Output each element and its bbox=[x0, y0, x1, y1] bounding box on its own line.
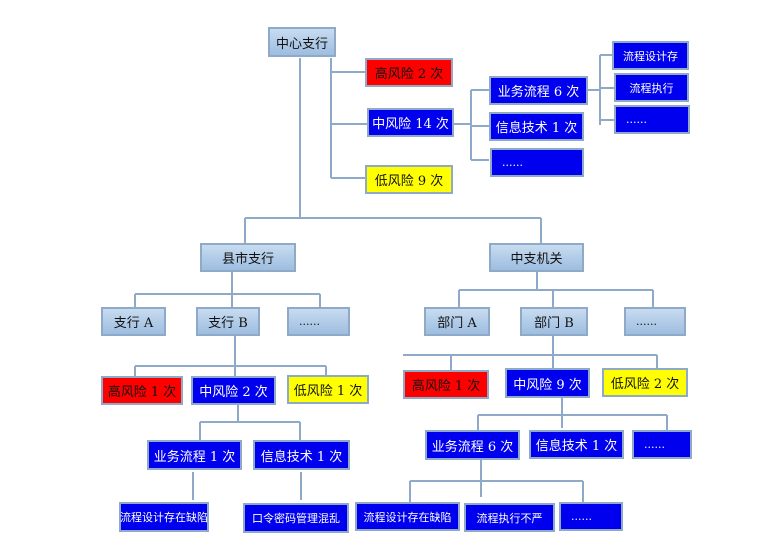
node-sub-mid-risk[interactable]: 中风险 9 次 bbox=[505, 368, 590, 398]
node-sub-it[interactable]: 信息技术 1 次 bbox=[529, 430, 624, 459]
node-branch-more[interactable]: ...... bbox=[287, 307, 350, 336]
node-center-mid-risk[interactable]: 中风险 14 次 bbox=[367, 108, 454, 137]
node-county-branch[interactable]: 县市支行 bbox=[200, 243, 296, 272]
node-center-low-risk[interactable]: 低风险 9 次 bbox=[365, 165, 453, 194]
node-county-process[interactable]: 业务流程 1 次 bbox=[147, 440, 242, 470]
node-center-branch[interactable]: 中心支行 bbox=[268, 27, 336, 57]
node-county-it[interactable]: 信息技术 1 次 bbox=[253, 440, 350, 470]
node-county-design-flaw[interactable]: 流程设计存在缺陷 bbox=[119, 502, 209, 532]
node-dept-a[interactable]: 部门 A bbox=[424, 307, 490, 336]
node-sub-low-risk[interactable]: 低风险 2 次 bbox=[602, 368, 688, 397]
node-process-design[interactable]: 流程设计存 bbox=[612, 41, 689, 70]
node-sub-leaf-more[interactable]: ...... bbox=[559, 502, 623, 531]
node-center-it[interactable]: 信息技术 1 次 bbox=[489, 112, 584, 141]
node-center-more[interactable]: ...... bbox=[490, 148, 584, 177]
node-branch-b[interactable]: 支行 B bbox=[196, 307, 260, 336]
node-sub-office[interactable]: 中支机关 bbox=[489, 243, 584, 272]
node-center-process[interactable]: 业务流程 6 次 bbox=[489, 76, 588, 105]
node-county-mid-risk[interactable]: 中风险 2 次 bbox=[191, 376, 276, 405]
node-dept-more[interactable]: ...... bbox=[624, 307, 686, 336]
node-county-low-risk[interactable]: 低风险 1 次 bbox=[287, 375, 369, 404]
node-sub-more[interactable]: ...... bbox=[632, 430, 692, 459]
node-branch-a[interactable]: 支行 A bbox=[101, 307, 166, 336]
node-county-password-mgmt[interactable]: 口令密码管理混乱 bbox=[243, 503, 349, 533]
node-sub-high-risk[interactable]: 高风险 1 次 bbox=[403, 370, 489, 399]
node-dept-b[interactable]: 部门 B bbox=[520, 307, 588, 336]
node-sub-exec-lax[interactable]: 流程执行不严 bbox=[464, 503, 555, 532]
node-center-high-risk[interactable]: 高风险 2 次 bbox=[365, 58, 453, 87]
node-process-exec[interactable]: 流程执行 bbox=[614, 73, 689, 102]
node-sub-design-flaw[interactable]: 流程设计存在缺陷 bbox=[355, 502, 460, 531]
node-county-high-risk[interactable]: 高风险 1 次 bbox=[101, 376, 183, 405]
node-process-more[interactable]: ...... bbox=[614, 105, 690, 134]
node-sub-process[interactable]: 业务流程 6 次 bbox=[425, 430, 520, 460]
